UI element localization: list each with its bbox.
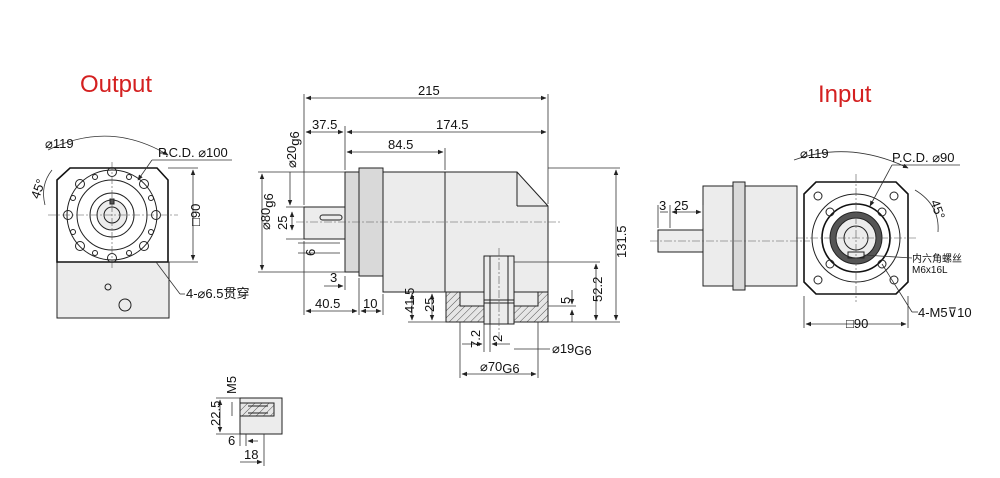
- input-flange-view: ⌀119 P.C.D. ⌀90 45° 内六角螺丝 M6x16L □90 4-M…: [793, 146, 972, 331]
- key-detail: 22.5 M5 6 18: [208, 376, 283, 466]
- input-pcd: P.C.D. ⌀90: [892, 150, 955, 165]
- input-flange-side: [732, 181, 746, 291]
- output-square-size: □90: [188, 204, 203, 226]
- output-shaft-side: [303, 206, 350, 240]
- output-housing-block: [56, 261, 170, 319]
- gearbox-body: [382, 171, 549, 293]
- output-title: Output: [80, 71, 152, 98]
- dim-25-vertical: 25: [422, 298, 437, 312]
- dim-7-2: 7.2: [468, 330, 483, 348]
- dim-174-5: 174.5: [436, 117, 469, 132]
- output-pcd: P.C.D. ⌀100: [158, 145, 228, 160]
- output-side-hole-small: [104, 283, 112, 291]
- key-thread-m5: M5: [224, 376, 239, 394]
- output-holes-spec: 4-⌀6.5贯穿: [186, 286, 249, 301]
- dim-84-5: 84.5: [388, 137, 413, 152]
- output-bolt-holes: [63, 167, 161, 263]
- input-holes-spec: 4-M5⊽10: [918, 305, 972, 320]
- input-shaft-3: 3: [659, 198, 666, 213]
- input-shaft-25: 25: [674, 198, 688, 213]
- dim-70-diameter: ⌀70G6: [480, 359, 520, 376]
- key-detail-section: [239, 402, 275, 417]
- input-square-size: □90: [846, 316, 868, 331]
- key-length-18: 18: [244, 447, 258, 462]
- dim-25-shaft: 25: [275, 216, 290, 230]
- input-screw-label: 内六角螺丝: [912, 252, 962, 265]
- dim-40-5: 40.5: [315, 296, 340, 311]
- input-body-right: [744, 185, 798, 287]
- input-angle: 45°: [927, 198, 948, 222]
- dim-spigot-diameter: ⌀80g6: [258, 193, 276, 230]
- dim-5: 5: [558, 297, 573, 304]
- input-mount-holes: [813, 191, 899, 285]
- input-screw-spec: M6x16L: [912, 265, 948, 276]
- dim-41-5: 41.5: [402, 288, 417, 313]
- input-flange-diameter: ⌀119: [800, 146, 829, 161]
- output-flange-diameter: ⌀119: [45, 136, 74, 151]
- output-flange-view: ⌀119 P.C.D. ⌀100 45° □90 4-⌀6.5贯穿: [28, 135, 249, 319]
- input-square-flange: [803, 181, 909, 295]
- dim-overall-length: 215: [418, 83, 440, 98]
- key-depth-22-5: 22.5: [208, 401, 223, 426]
- dim-3: 3: [330, 270, 337, 285]
- dim-shaft-diameter: ⌀20g6: [284, 131, 302, 168]
- input-title: Input: [818, 81, 872, 108]
- dim-bore-diameter: ⌀19G6: [552, 341, 592, 358]
- dim-52-2: 52.2: [590, 277, 605, 302]
- side-view: 215 37.5 174.5 84.5 ⌀20g6 ⌀80g6 25 6 3: [258, 83, 629, 378]
- input-body-left: [702, 185, 734, 287]
- dim-10: 10: [363, 296, 377, 311]
- dim-2: 2: [490, 335, 505, 342]
- key-width-6: 6: [228, 433, 235, 448]
- dim-37-5: 37.5: [312, 117, 337, 132]
- shaft-keyway-side: [319, 214, 343, 221]
- dim-key-6: 6: [303, 249, 318, 256]
- dim-131-5: 131.5: [614, 225, 629, 258]
- output-side-hole: [118, 298, 132, 312]
- output-angle: 45°: [28, 177, 49, 201]
- input-side-view: 3 25: [650, 181, 810, 291]
